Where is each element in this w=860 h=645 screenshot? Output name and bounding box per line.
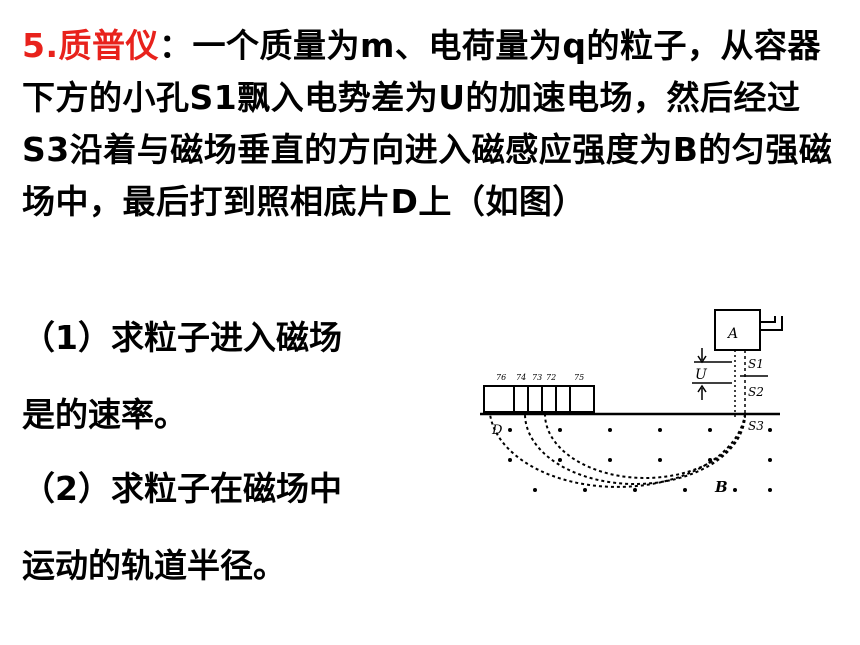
scale-label: 73: [532, 373, 542, 382]
mass-spectrometer-diagram: A S1 S2 S3 U 76 74 73 72 75 D B: [480, 309, 783, 496]
question-2-line-1: （2）求粒子在磁场中: [22, 469, 342, 508]
container-a-label: A: [726, 326, 738, 342]
field-label: B: [714, 478, 728, 496]
problem-title: 质普仪: [58, 26, 159, 65]
question-1-line-2: 是的速率。: [22, 395, 187, 434]
inlet-pipe: [760, 316, 783, 331]
voltage-arrowhead-up: [697, 384, 707, 393]
scale-label: 72: [546, 373, 556, 382]
slit-s1-label: S1: [748, 357, 764, 371]
problem-number: 5.: [22, 26, 59, 65]
trajectory: [544, 413, 746, 479]
plate-label: D: [491, 423, 503, 438]
slit-s2-label: S2: [748, 385, 764, 399]
photo-plate: [483, 385, 595, 413]
title-colon: ：: [159, 26, 193, 65]
scale-label: 74: [516, 373, 526, 382]
trajectory: [524, 413, 746, 485]
scale-label: 76: [496, 373, 506, 382]
scale-label: 75: [574, 373, 584, 382]
voltage-label: U: [695, 367, 708, 383]
trajectory: [489, 413, 746, 488]
problem-statement: 5.质普仪：一个质量为m、电荷量为q的粒子，从容器下方的小孔S1飘入电势差为U的…: [22, 20, 842, 228]
slit-s3-label: S3: [748, 419, 764, 433]
problem-text: 一个质量为m、电荷量为q的粒子，从容器下方的小孔S1飘入电势差为U的加速电场，然…: [22, 26, 833, 221]
magnetic-field-dots: [508, 428, 772, 492]
question-2-line-2: 运动的轨道半径。: [22, 546, 286, 585]
question-1-line-1: （1）求粒子进入磁场: [22, 318, 342, 357]
